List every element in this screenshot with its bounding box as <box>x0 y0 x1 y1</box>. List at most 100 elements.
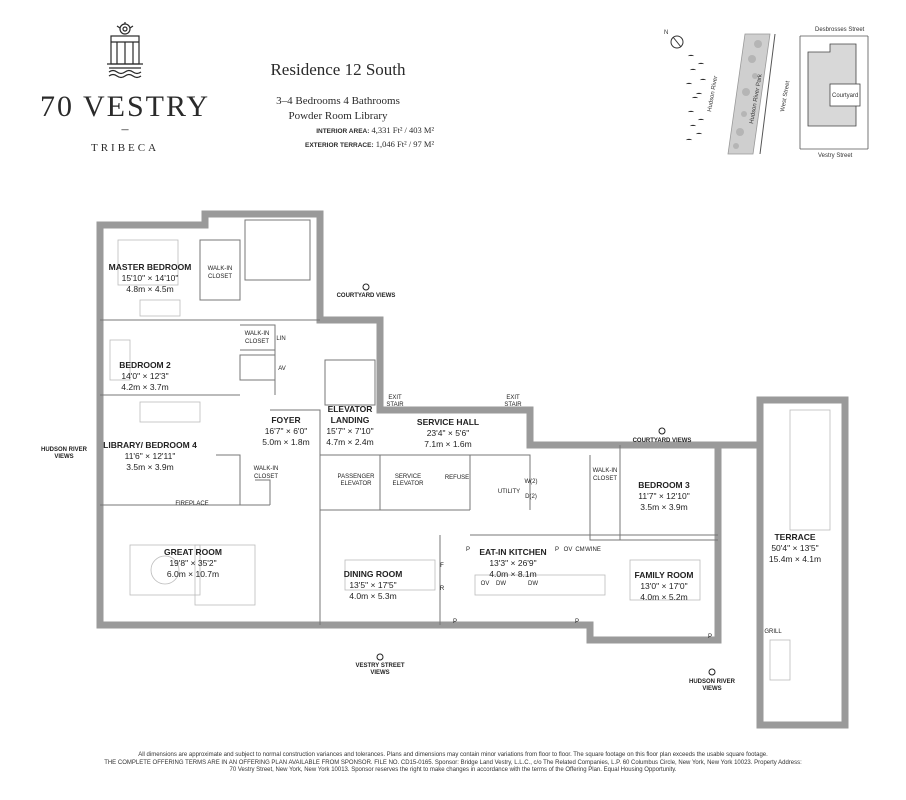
walk-in-label: WALK-IN <box>245 331 270 337</box>
room-dimensions: 14'0" × 12'3" <box>121 371 168 381</box>
room-metric: 4.0m × 5.2m <box>640 592 687 602</box>
hudson-views-left-2: VIEWS <box>54 454 73 460</box>
room-spec: Powder Room Library <box>288 110 388 122</box>
room-metric: 5.0m × 1.8m <box>262 437 309 447</box>
room-foyer: FOYER 16'7" × 6'0" 5.0m × 1.8m <box>262 415 309 447</box>
vestry-street-label: Vestry Street <box>818 153 853 159</box>
disclaimer-line-2: THE COMPLETE OFFERING TERMS ARE IN AN OF… <box>104 759 802 766</box>
room-dimensions: 11'7" × 12'10" <box>638 491 689 501</box>
view-marker-icon <box>362 283 370 291</box>
room-name: EAT-IN KITCHEN <box>479 547 546 557</box>
fixture-labels: WALK-IN CLOSET WALK-IN CLOSET LIN AV WAL… <box>175 266 782 640</box>
room-name: BEDROOM 3 <box>638 480 690 490</box>
west-street-label: West Street <box>780 80 791 112</box>
room-dimensions: 16'7" × 6'0" <box>265 426 308 436</box>
room-metric: 4.0m × 8.1m <box>489 569 536 579</box>
view-marker-icon <box>376 653 384 661</box>
brand-neighborhood: TRIBECA <box>90 142 160 154</box>
location-map: N Hudson River Hudson River Park West St… <box>664 27 869 159</box>
view-callouts: COURTYARD VIEWS COURTYARD VIEWS HUDSON R… <box>41 283 736 692</box>
exit-label: EXIT <box>506 395 520 401</box>
room-metric: 4.7m × 2.4m <box>326 437 373 447</box>
room-terrace: TERRACE 50'4" × 13'5" 15.4m × 4.1m <box>769 532 821 564</box>
building-crest-icon <box>107 22 143 79</box>
exterior-area-label: EXTERIOR TERRACE: <box>305 142 374 149</box>
pantry-label: P <box>453 619 457 625</box>
pantry-label: P <box>708 634 712 640</box>
passenger-label: PASSENGER <box>338 474 376 480</box>
room-name: FOYER <box>271 415 300 425</box>
courtyard-views-top: COURTYARD VIEWS <box>337 293 396 299</box>
room-name: ELEVATOR <box>328 404 373 414</box>
closet-label: CLOSET <box>245 339 269 345</box>
legal-disclaimer: All dimensions are approximate and subje… <box>24 752 882 775</box>
disclaimer-line-1: All dimensions are approximate and subje… <box>138 752 768 758</box>
view-marker-icon <box>708 668 716 676</box>
closet-label: CLOSET <box>593 476 617 482</box>
room-library: LIBRARY/ BEDROOM 4 11'6" × 12'11" 3.5m ×… <box>103 440 197 472</box>
walk-in-label: WALK-IN <box>254 466 279 472</box>
room-service-hall: SERVICE HALL 23'4" × 5'6" 7.1m × 1.6m <box>417 417 479 449</box>
stair-label: STAIR <box>386 402 404 408</box>
brand-name: 70 VESTRY <box>40 90 210 123</box>
room-name-2: LANDING <box>331 415 370 425</box>
room-metric: 3.5m × 3.9m <box>640 502 687 512</box>
room-dimensions: 50'4" × 13'5" <box>771 543 818 553</box>
room-metric: 3.5m × 3.9m <box>126 462 173 472</box>
courtyard-label: Courtyard <box>832 93 858 99</box>
room-dimensions: 13'3" × 26'9" <box>489 558 536 568</box>
av-label: AV <box>278 366 286 372</box>
room-metric: 7.1m × 1.6m <box>424 439 471 449</box>
room-bedroom-2: BEDROOM 2 14'0" × 12'3" 4.2m × 3.7m <box>119 360 171 392</box>
exit-label: EXIT <box>388 395 402 401</box>
interior-area-value: 4,331 Ft² / 403 M² <box>369 125 434 135</box>
compass-icon: N <box>664 30 684 49</box>
stair-label: STAIR <box>504 402 522 408</box>
coffee-label: CM <box>575 547 584 553</box>
hudson-river-label: Hudson River <box>707 75 719 112</box>
fridge-label: F <box>440 563 444 569</box>
floor-plan: MASTER BEDROOM 15'10" × 14'10" 4.8m × 4.… <box>41 210 849 729</box>
fireplace-label: FIREPLACE <box>175 501 208 507</box>
exterior-walls <box>96 210 849 729</box>
bed-bath-spec: 3–4 Bedrooms 4 Bathrooms <box>276 95 400 107</box>
room-name: GREAT ROOM <box>164 547 222 557</box>
exterior-area-value: 1,046 Ft² / 97 M² <box>373 139 434 149</box>
listing-summary: Residence 12 South 3–4 Bedrooms 4 Bathro… <box>248 60 434 152</box>
wine-label: WINE <box>585 547 601 553</box>
room-dimensions: 23'4" × 5'6" <box>427 428 470 438</box>
washer-label: W(2) <box>525 479 538 485</box>
room-great-room: GREAT ROOM 19'8" × 35'2" 6.0m × 10.7m <box>164 547 222 579</box>
closet-label: CLOSET <box>208 274 232 280</box>
room-name: DINING ROOM <box>344 569 403 579</box>
dryer-label: D(2) <box>525 494 537 500</box>
closet-label: CLOSET <box>254 474 278 480</box>
refuse-label: REFUSE <box>445 475 469 481</box>
elevator-label: ELEVATOR <box>392 481 424 487</box>
service-label: SERVICE <box>395 474 421 480</box>
room-master-bedroom: MASTER BEDROOM 15'10" × 14'10" 4.8m × 4.… <box>109 262 192 294</box>
room-name: SERVICE HALL <box>417 417 479 427</box>
disclaimer-line-3: 70 Vestry Street, New York, New York 100… <box>229 767 677 773</box>
room-name: MASTER BEDROOM <box>109 262 192 272</box>
interior-area: INTERIOR AREA: 4,331 Ft² / 403 M² <box>244 124 434 138</box>
room-dimensions: 15'10" × 14'10" <box>122 273 179 283</box>
hudson-views-right-2: VIEWS <box>702 686 721 692</box>
room-dimensions: 19'8" × 35'2" <box>169 558 216 568</box>
walk-in-label: WALK-IN <box>208 266 233 272</box>
desbrosses-street-label: Desbrosses Street <box>815 27 865 33</box>
dishwasher-label: DW <box>528 581 538 587</box>
room-dimensions: 13'0" × 17'0" <box>640 581 687 591</box>
room-dimensions: 13'5" × 17'5" <box>349 580 396 590</box>
pantry-label: P <box>466 547 470 553</box>
hudson-views-left-1: HUDSON RIVER <box>41 447 88 453</box>
residence-title: Residence 12 South <box>270 60 406 79</box>
room-metric: 4.2m × 3.7m <box>121 382 168 392</box>
elevator-label: ELEVATOR <box>340 481 372 487</box>
room-name: FAMILY ROOM <box>634 570 693 580</box>
brand-block: 70 VESTRY – TRIBECA <box>30 20 220 154</box>
room-dimensions: 15'7" × 7'10" <box>326 426 373 436</box>
room-elevator-landing: ELEVATOR LANDING 15'7" × 7'10" 4.7m × 2.… <box>326 404 373 447</box>
interior-area-label: INTERIOR AREA: <box>316 128 370 135</box>
view-marker-icon <box>658 427 666 435</box>
